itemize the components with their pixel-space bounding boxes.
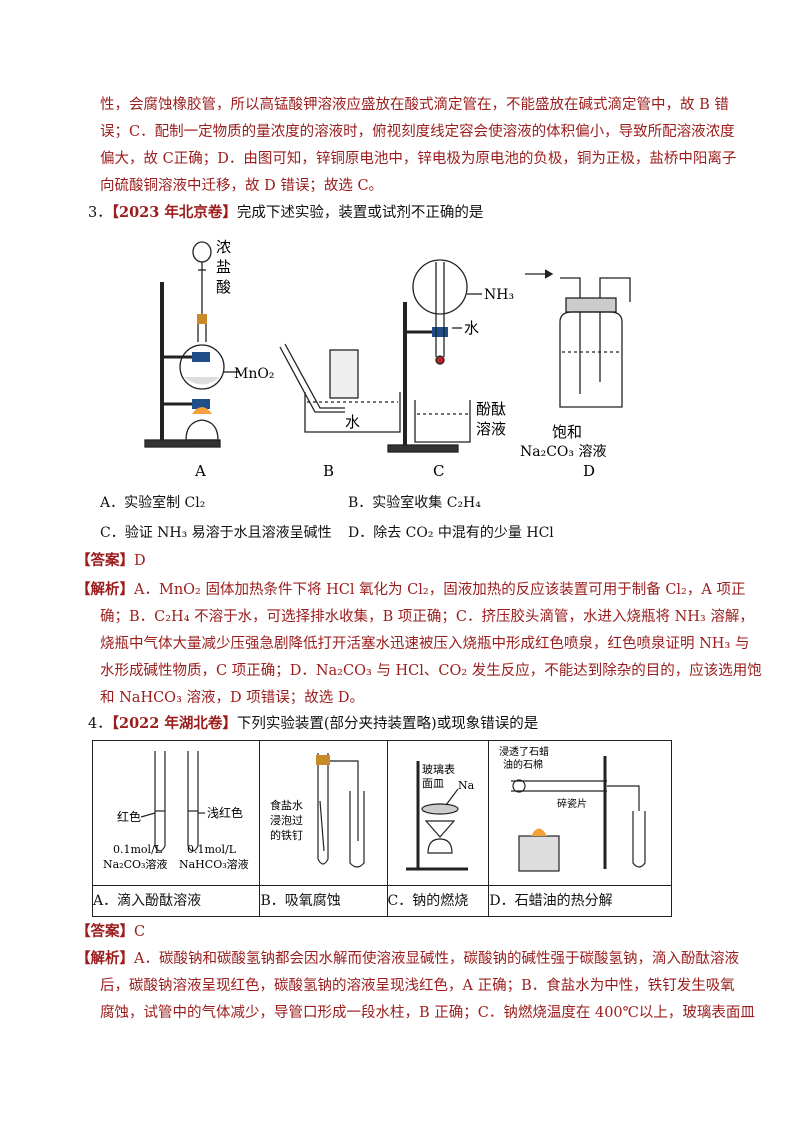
option-d: D．除去 CO₂ 中混有的少量 HCl [348,525,554,541]
apparatus-b [279,343,401,433]
caption-a: A．滴入酚酞溶液 [91,885,261,917]
q3-apparatus-figure: 浓 盐 酸 MnO₂ 水 NH₃ 水 酚酞 溶液 饱和 [144,238,631,480]
analysis-line: 【解析】A．MnO₂ 固体加热条件下将 HCl 氧化为 Cl₂，固液加热的反应该… [76,581,746,598]
question-source: 【2022 年湖北卷】 [111,715,237,732]
figure-label-a: A [194,462,206,480]
svg-text:食盐水: 食盐水 [270,798,303,812]
reagent-label: 溶液 [476,420,506,438]
analysis-line: 烧瓶中气体大量减少压强急剧降低打开活塞水迅速被压入烧瓶中形成红色喷泉，红色喷泉证… [100,636,750,652]
svg-text:Na₂CO₃溶液: Na₂CO₃溶液 [103,857,167,871]
q4-figure-table: 红色 浅红色 0.1mol/L Na₂CO₃溶液 0.1mol/L NaHCO₃… [91,740,672,917]
svg-text:浸透了石蜡: 浸透了石蜡 [499,746,549,758]
reagent-label: 酸 [216,278,231,296]
label-na: Na [458,779,475,792]
prev-analysis-line: 向硫酸铜溶液中迁移，故 D 错误；故选 C。 [100,178,384,194]
cell-b-figure: 食盐水 浸泡过 的铁钉 [259,740,388,886]
svg-text:浸泡过: 浸泡过 [270,813,303,827]
prev-analysis-line: 性，会腐蚀橡胶管，所以高锰酸钾溶液应盛放在酸式滴定管在，不能盛放在碱式滴定管中，… [100,97,729,113]
question-4-stem: 4．【2022 年湖北卷】下列实验装置(部分夹持装置略)或现象错误的是 [88,714,708,734]
svg-text:0.1mol/L: 0.1mol/L [113,843,163,856]
reagent-label: Na₂CO₃ 溶液 [520,444,606,460]
answer-line: 【答案】C [76,922,696,942]
svg-text:NaHCO₃溶液: NaHCO₃溶液 [179,857,249,871]
svg-text:0.1mol/L: 0.1mol/L [187,843,237,856]
label-light-red: 浅红色 [207,805,243,820]
reagent-label: 盐 [216,258,231,276]
cell-d-figure: 浸透了石蜡 油的石棉 碎瓷片 [488,740,672,886]
question-source: 【2023 年北京卷】 [111,204,237,221]
option-c: C．验证 NH₃ 易溶于水且溶液呈碱性 [100,525,332,541]
caption-c: C．钠的燃烧 [386,885,490,917]
prev-analysis-line: 误；C．配制一定物质的量浓度的溶液时，俯视刻度线定容会使溶液的体积偏小，导致所配… [100,124,735,140]
answer-label: 【答案】 [76,923,134,940]
apparatus-a [144,241,240,448]
svg-text:碎瓷片: 碎瓷片 [557,797,587,810]
analysis-line: 【解析】A．碳酸钠和碳酸氢钠都会因水解而使溶液显碱性，碳酸钠的碱性强于碳酸氢钠，… [76,950,739,967]
svg-text:面皿: 面皿 [422,777,444,790]
question-text: 完成下述实验，装置或试剂不正确的是 [236,205,484,221]
caption-b: B．吸氧腐蚀 [259,885,388,917]
reagent-label: NH₃ [484,287,514,303]
reagent-label: 酚酞 [476,400,506,418]
answer-label: 【答案】 [76,552,134,569]
svg-text:玻璃表: 玻璃表 [422,762,455,776]
analysis-line: 水形成碱性物质，C 项正确；D．Na₂CO₃ 与 HCl、CO₂ 发生反应，不能… [100,663,762,679]
svg-text:油的石棉: 油的石棉 [503,758,543,771]
figure-label-c: C [433,462,444,480]
analysis-label: 【解析】 [76,950,134,967]
option-a: A．实验室制 Cl₂ [100,495,206,511]
question-3-stem: 3．【2023 年北京卷】完成下述实验，装置或试剂不正确的是 [88,203,708,223]
analysis-line: 和 NaHCO₃ 溶液，D 项错误；故选 D。 [100,690,364,706]
apparatus-c [387,259,482,453]
question-number: 3． [88,205,112,221]
cell-a-figure: 红色 浅红色 0.1mol/L Na₂CO₃溶液 0.1mol/L NaHCO₃… [91,740,261,886]
svg-text:的铁钉: 的铁钉 [270,828,303,842]
apparatus-d [525,269,631,408]
caption-d: D．石蜡油的热分解 [488,885,672,917]
question-text: 下列实验装置(部分夹持装置略)或现象错误的是 [236,716,539,732]
option-b: B．实验室收集 C₂H₄ [348,495,481,511]
label-red: 红色 [117,809,141,824]
analysis-line: 后，碳酸钠溶液呈现红色，碳酸氢钠的溶液呈现浅红色，A 正确；B．食盐水为中性，铁… [100,978,735,994]
analysis-label: 【解析】 [76,581,134,598]
analysis-line: 确；B．C₂H₄ 不溶于水，可选择排水收集，B 项正确；C．挤压胶头滴管，水进入… [100,609,754,625]
reagent-label: MnO₂ [234,366,274,382]
cell-c-figure: 玻璃表 面皿 Na [386,740,490,886]
reagent-label: 饱和 [552,423,582,441]
reagent-label: 水 [345,413,360,431]
figure-label-d: D [583,462,595,480]
answer-line: 【答案】D [76,551,696,571]
answer-value: C [134,924,146,940]
reagent-label: 浓 [216,238,231,256]
analysis-line: 腐蚀，试管中的气体减少，导管口形成一段水柱，B 正确；C．钠燃烧温度在 400℃… [100,1005,755,1021]
figure-label-b: B [323,462,334,480]
question-number: 4． [88,716,112,732]
answer-value: D [134,553,146,569]
prev-analysis-line: 偏大，故 C正确；D．由图可知，锌铜原电池中，锌电极为原电池的负极，铜为正极，盐… [100,151,737,167]
reagent-label: 水 [464,319,479,337]
